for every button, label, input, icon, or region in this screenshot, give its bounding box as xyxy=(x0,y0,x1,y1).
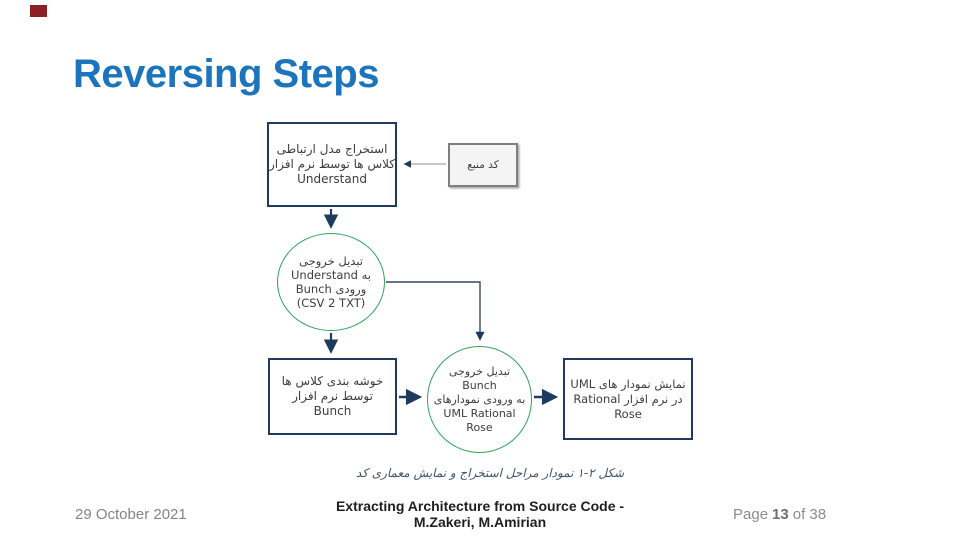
step-text-line: کد منبع xyxy=(467,159,499,171)
footer-credit: Extracting Architecture from Source Code… xyxy=(280,498,680,530)
footer-credit-line2: M.Zakeri, M.Amirian xyxy=(413,513,547,530)
step-text-line: خوشه بندی کلاس ها xyxy=(281,374,384,388)
source-code-box: کد منبع xyxy=(448,143,518,187)
page-label: Page xyxy=(733,506,769,523)
step-text-line: در نرم افزار Rational Rose xyxy=(573,391,683,421)
step-text-line: Understand xyxy=(297,172,367,186)
step-text-line: به ورودی نمودارهای xyxy=(433,392,526,406)
convert-understand-output-circle: تبدیل خروجی به Understand ورودی Bunch (C… xyxy=(277,233,385,331)
page-number: 13 xyxy=(772,506,789,523)
step-text-line: (CSV 2 TXT) xyxy=(296,296,366,310)
corner-accent-mark xyxy=(30,5,47,17)
step-text-line: استخراج مدل ارتباطی xyxy=(276,142,388,156)
step-text-line: به Understand xyxy=(291,268,371,282)
step-text-line: کلاس ها توسط نرم افزار xyxy=(269,157,395,171)
display-uml-box: نمایش نمودار های UML در نرم افزار Ration… xyxy=(563,358,693,440)
convert-bunch-output-circle: تبدیل خروجی Bunch به ورودی نمودارهای UML… xyxy=(427,346,532,453)
step-text-line: توسط نرم افزار xyxy=(292,389,373,403)
figure-caption: شکل ۲-۱ نمودار مراحل استخراج و نمایش معم… xyxy=(355,466,625,480)
cluster-classes-box: خوشه بندی کلاس ها توسط نرم افزار Bunch xyxy=(268,358,397,435)
page-total: of 38 xyxy=(792,506,827,523)
footer-credit-line1: Extracting Architecture from Source Code… xyxy=(335,498,625,514)
step-extract-model-box: استخراج مدل ارتباطی کلاس ها توسط نرم افز… xyxy=(267,122,397,207)
footer-date: 29 October 2021 xyxy=(75,506,187,523)
step-text-line: تبدیل خروجی xyxy=(299,254,363,268)
step-text-line: UML Rational Rose xyxy=(443,406,516,434)
step-text-line: Bunch xyxy=(313,404,352,418)
connector-convert-to-umlconvert-elbow xyxy=(386,281,485,341)
slide-title: Reversing Steps xyxy=(73,52,379,96)
step-text-line: تبدیل خروجی Bunch xyxy=(448,364,511,392)
step-text-line: ورودی Bunch xyxy=(295,282,367,296)
step-text-line: نمایش نمودار های UML xyxy=(570,376,686,391)
